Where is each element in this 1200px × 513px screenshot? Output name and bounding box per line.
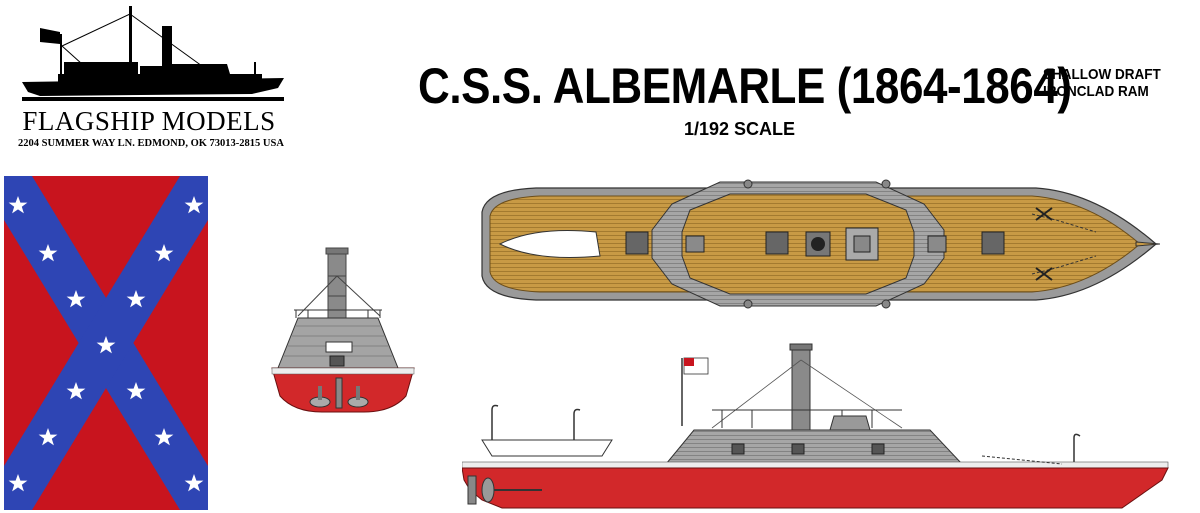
subtitle-line-1: SHALLOW DRAFT	[1043, 66, 1161, 83]
subtitle-line-2: IRONCLAD RAM	[1043, 83, 1149, 100]
ship-subtitle: SHALLOW DRAFT IRONCLAD RAM	[1043, 66, 1161, 100]
page-title: C.S.S. ALBEMARLE (1864-1864)	[418, 58, 1072, 114]
brand-address: 2204 SUMMER WAY LN. EDMOND, OK 73013-281…	[18, 138, 284, 149]
ship-side-view	[462, 343, 1169, 509]
ship-stern-view	[271, 247, 415, 413]
scale-label: 1/192 SCALE	[684, 119, 796, 139]
brand-name: FLAGSHIP MODELS	[22, 106, 276, 136]
ship-top-view	[481, 179, 1160, 309]
ship-silhouette-icon	[22, 6, 284, 101]
confederate-flag-icon	[4, 176, 208, 510]
